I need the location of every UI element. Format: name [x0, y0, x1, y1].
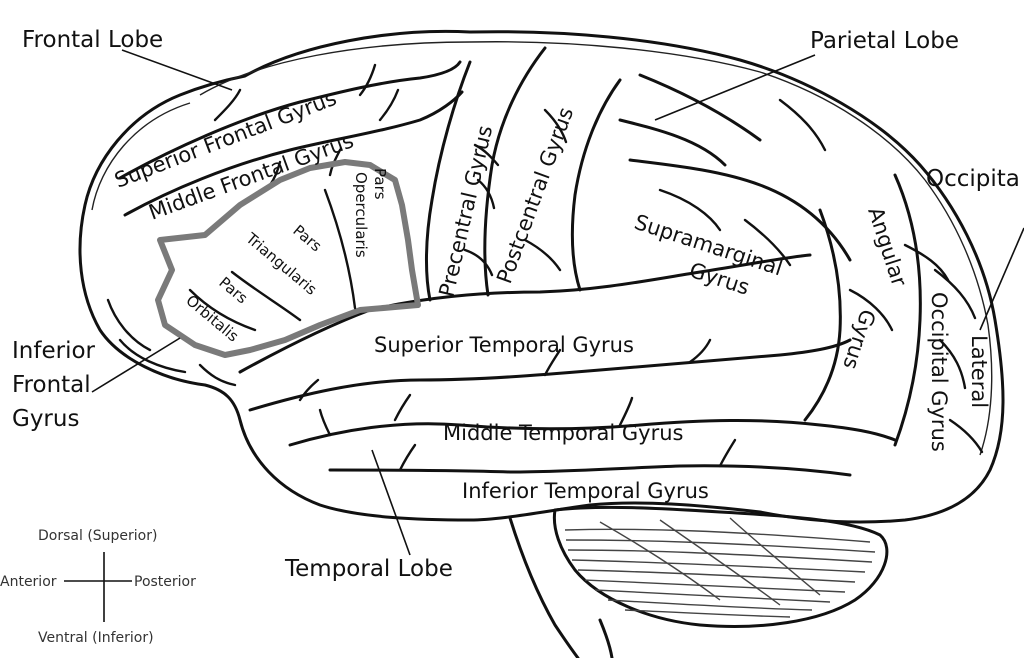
- label-lateral-occipital-gyrus-2: Occipital Gyrus: [927, 292, 951, 452]
- label-middle-frontal-gyrus: Middle Frontal Gyrus: [146, 128, 357, 224]
- label-lateral-occipital-gyrus-1: Lateral: [967, 335, 991, 408]
- leader-lines: [91, 49, 1024, 556]
- label-inferior-temporal-gyrus: Inferior Temporal Gyrus: [462, 479, 709, 503]
- brainstem: [508, 516, 614, 658]
- label-frontal-lobe: Frontal Lobe: [22, 27, 163, 53]
- label-temporal-lobe: Temporal Lobe: [284, 556, 453, 582]
- label-pars-opercularis-1: Pars: [371, 168, 389, 200]
- leader-frontal-lobe: [121, 49, 233, 91]
- leader-parietal-lobe: [654, 54, 816, 121]
- label-pars-orbitalis-1: Pars: [215, 273, 251, 307]
- label-occipital-lobe: Occipita: [926, 166, 1020, 192]
- parietal-occipital-lines: [618, 73, 984, 454]
- label-postcentral-gyrus: Postcentral Gyrus: [492, 104, 578, 287]
- label-inferior-frontal-gyrus-2: Frontal: [12, 372, 91, 398]
- cerebellum: [552, 505, 889, 628]
- label-pars-opercularis-2: Opercularis: [352, 172, 370, 258]
- region-labels: Frontal Lobe Parietal Lobe Occipita Temp…: [12, 27, 1020, 582]
- brain-outline: [78, 29, 1005, 524]
- temporal-lines: [238, 253, 897, 477]
- compass-anterior-label: Anterior: [0, 574, 57, 590]
- leader-inferior-frontal-gyrus: [91, 337, 181, 393]
- orientation-compass: Dorsal (Superior) Ventral (Inferior) Ant…: [0, 528, 196, 646]
- compass-dorsal-label: Dorsal (Superior): [38, 528, 157, 544]
- central-sulcus-lines: [424, 46, 622, 302]
- label-angular-gyrus-1: Angular: [863, 204, 911, 289]
- compass-posterior-label: Posterior: [134, 574, 196, 590]
- label-middle-temporal-gyrus: Middle Temporal Gyrus: [443, 421, 683, 445]
- label-angular-gyrus-2: Gyrus: [838, 306, 880, 372]
- label-inferior-frontal-gyrus-3: Gyrus: [12, 406, 79, 432]
- label-superior-temporal-gyrus: Superior Temporal Gyrus: [374, 333, 634, 357]
- leader-temporal-lobe: [371, 449, 411, 556]
- label-inferior-frontal-gyrus-1: Inferior: [12, 338, 96, 364]
- label-pars-triangularis-1: Pars: [289, 221, 325, 255]
- leader-occipital-lobe: [979, 227, 1024, 331]
- compass-ventral-label: Ventral (Inferior): [38, 630, 154, 646]
- label-parietal-lobe: Parietal Lobe: [810, 28, 959, 54]
- inferior-frontal-gyrus-boundary: [155, 159, 421, 358]
